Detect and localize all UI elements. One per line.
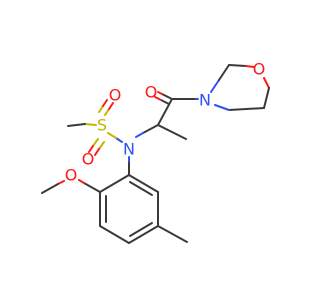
bond (228, 64, 247, 67)
bond (99, 225, 130, 244)
bond (107, 132, 117, 139)
bond (104, 108, 110, 116)
bond (128, 174, 159, 193)
bond (99, 174, 130, 193)
bond (160, 99, 170, 105)
sulfonyl-group (67, 99, 123, 156)
bond (115, 137, 123, 143)
bond (263, 77, 270, 89)
benzene-ring (99, 174, 159, 244)
bond (135, 132, 144, 138)
bond (157, 91, 163, 95)
structure-svg: O N O N S O O O (41, 60, 270, 244)
bond (94, 148, 100, 156)
bond (102, 99, 108, 107)
bond (228, 107, 265, 111)
bond (78, 179, 85, 184)
bond (98, 105, 104, 113)
bond (214, 104, 230, 111)
bond (41, 183, 59, 194)
bond (129, 181, 153, 196)
bond (210, 79, 220, 93)
bond (92, 138, 99, 147)
bond (88, 145, 94, 153)
atom-n-morpholine: N (199, 91, 211, 110)
bond (161, 93, 173, 100)
bond (67, 123, 86, 127)
bond (245, 65, 255, 68)
atom-s-sulfonyl: S (97, 116, 107, 135)
bond (129, 222, 153, 237)
bond (57, 180, 65, 185)
bond (157, 124, 187, 140)
molecule-structure: O N O N S O O O (41, 60, 270, 244)
bond (218, 64, 230, 81)
atom-o-sulfonyl-top: O (109, 86, 122, 105)
bond (84, 123, 97, 126)
atom-o-sulfonyl-bottom: O (82, 150, 95, 169)
amide-chain (135, 91, 199, 140)
atom-o-carbonyl: O (145, 83, 158, 102)
atom-o-morpholine: O (253, 60, 266, 79)
bond (263, 87, 270, 109)
morpholine-ring (210, 64, 270, 111)
atom-o-methoxy: O (65, 166, 78, 185)
bond (142, 124, 159, 134)
bond (128, 225, 159, 244)
atom-n-sulfonamide: N (123, 140, 135, 159)
bond (108, 102, 114, 110)
bond (154, 96, 162, 101)
bond (83, 182, 101, 193)
bond (157, 98, 173, 126)
bond (157, 225, 188, 243)
bond (98, 141, 105, 150)
